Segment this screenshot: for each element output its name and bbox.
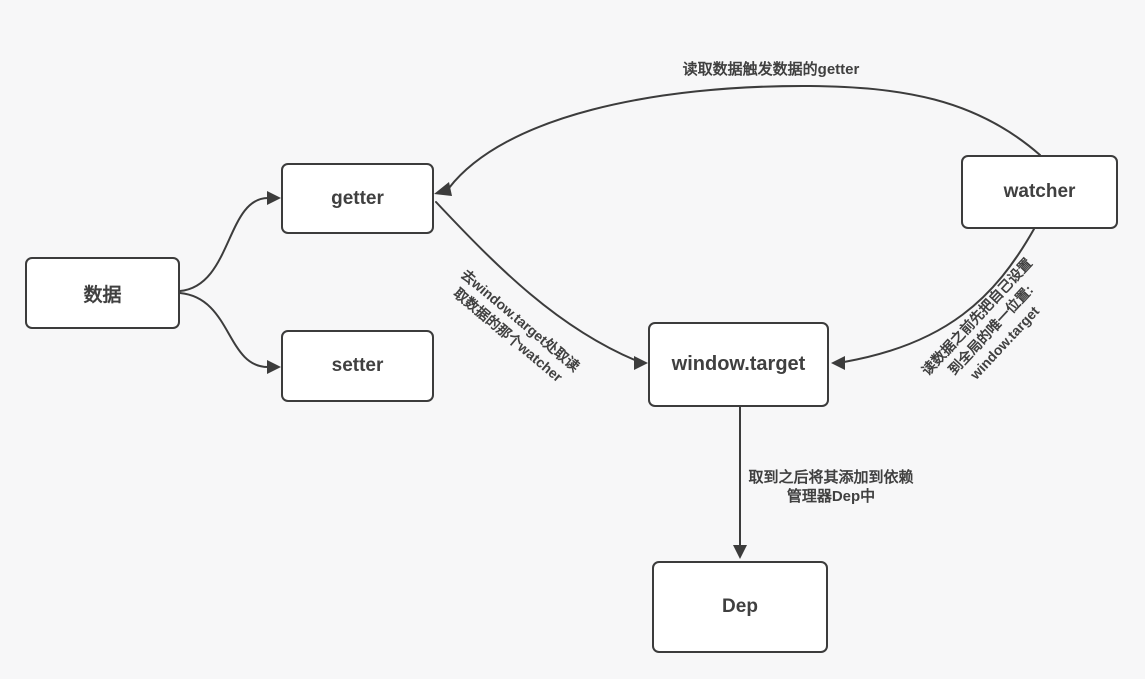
node-window-target: window.target (648, 322, 829, 407)
arrowhead-into-dep-top (733, 545, 747, 559)
annotation-add-to-dep-line2: 管理器Dep中 (786, 488, 876, 505)
node-dep: Dep (652, 561, 828, 653)
node-watcher-label: watcher (1003, 181, 1076, 202)
arrowhead-into-setter-left (267, 360, 281, 374)
edge-watcher-to-window-target (843, 228, 1035, 363)
node-data-label: 数据 (83, 284, 122, 306)
node-watcher: watcher (961, 155, 1118, 229)
arrowhead-into-getter-left (267, 191, 281, 205)
edge-data-to-getter (179, 197, 269, 292)
node-setter-label: setter (331, 355, 384, 376)
node-window-target-label: window.target (671, 353, 806, 375)
annotation-read-trigger-getter: 读取数据触发数据的getter (683, 58, 860, 79)
arrowhead-into-window-target-right (831, 356, 845, 370)
node-getter: getter (281, 163, 434, 234)
edge-data-to-setter (179, 292, 269, 368)
node-data: 数据 (25, 257, 180, 329)
annotation-add-to-dep: 取到之后将其添加到依赖 管理器Dep中 (748, 468, 913, 506)
edge-getter-to-window-target (435, 201, 638, 362)
node-getter-label: getter (331, 187, 384, 209)
node-setter: setter (281, 330, 434, 402)
arrowhead-into-getter-right (434, 182, 452, 196)
edge-watcher-to-getter (448, 84, 1041, 189)
annotation-add-to-dep-line1: 取到之后将其添加到依赖 (748, 469, 914, 486)
annotation-read-trigger-text: 读取数据触发数据的getter (682, 61, 860, 78)
arrowhead-into-window-target-left (634, 356, 648, 370)
node-dep-label: Dep (722, 596, 758, 617)
